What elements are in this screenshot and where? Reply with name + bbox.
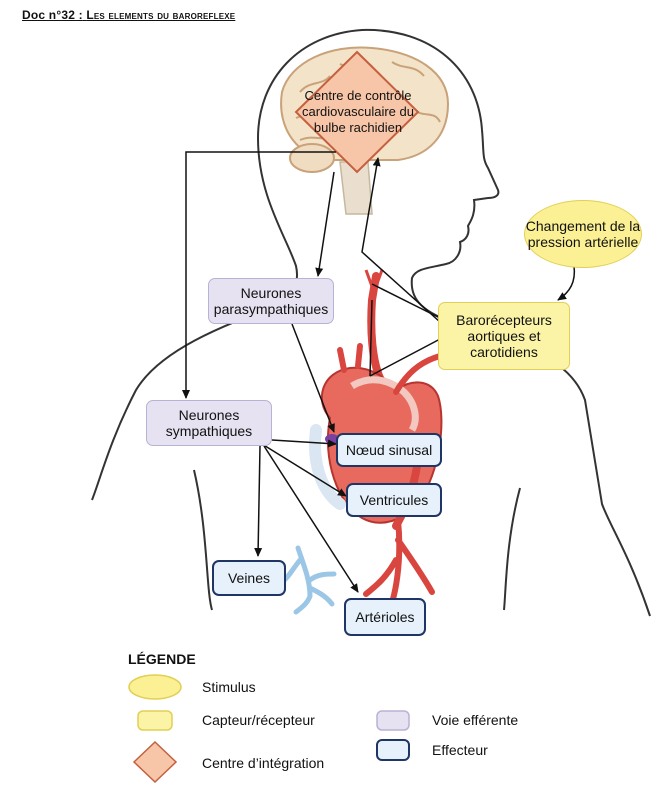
arrow-center-to-symp (182, 151, 336, 399)
baroreceptors-box: Barorécepteurs aortiques et carotidiens (438, 302, 570, 370)
symp-neurons-box: Neurones sympathiques (146, 400, 272, 446)
arterioles-box: Artérioles (344, 598, 426, 636)
legend-voie-label: Voie efférente (432, 712, 519, 728)
document-title-prefix: Doc n°32 : (22, 8, 83, 22)
veines-box: Veines (212, 560, 286, 596)
legend-voie-swatch (376, 710, 410, 731)
legend-stimulus-label: Stimulus (202, 679, 256, 695)
line-carotid-to-baro (371, 283, 441, 319)
arrow-baro-to-center (361, 157, 441, 323)
line-aortic-to-baro (369, 337, 443, 377)
legend-effecteur-label: Effecteur (432, 742, 488, 758)
legend-effecteur-swatch (376, 739, 410, 761)
arrow-symp-to-arterioles (263, 445, 359, 593)
legend-capteur-swatch (137, 710, 173, 731)
ventricules-box: Ventricules (346, 483, 442, 517)
legend-stimulus-swatch (128, 674, 182, 700)
legend-capteur-label: Capteur/récepteur (202, 712, 315, 728)
legend-centre-label: Centre d’intégration (202, 755, 325, 771)
arrow-symp-to-ventricules (261, 443, 347, 497)
integration-center-label: Centre de contrôle cardiovasculaire du b… (301, 88, 414, 135)
legend-title: LÉGENDE (128, 651, 196, 667)
arrow-para-to-node (291, 323, 335, 433)
document-title-text: Les elements du baroreflexe (86, 8, 236, 22)
para-neurons-box: Neurones parasympathiques (208, 278, 334, 324)
arrow-stimulus-to-baro (557, 265, 576, 301)
document-title: Doc n°32 : Les elements du baroreflexe (22, 8, 235, 22)
legend-centre-swatch (132, 740, 178, 784)
arrow-symp-to-node (271, 439, 337, 448)
integration-center-diamond (294, 50, 420, 174)
sinus-node-box: Nœud sinusal (336, 433, 442, 467)
line-aortic-up (369, 299, 373, 377)
connections (182, 151, 576, 593)
arrow-center-to-para (315, 171, 335, 277)
arrow-symp-to-veines (254, 445, 263, 557)
left-arm-line (193, 469, 213, 611)
stimulus-bubble: Changement de la pression artérielle (524, 200, 642, 268)
right-arm-line (503, 487, 521, 611)
